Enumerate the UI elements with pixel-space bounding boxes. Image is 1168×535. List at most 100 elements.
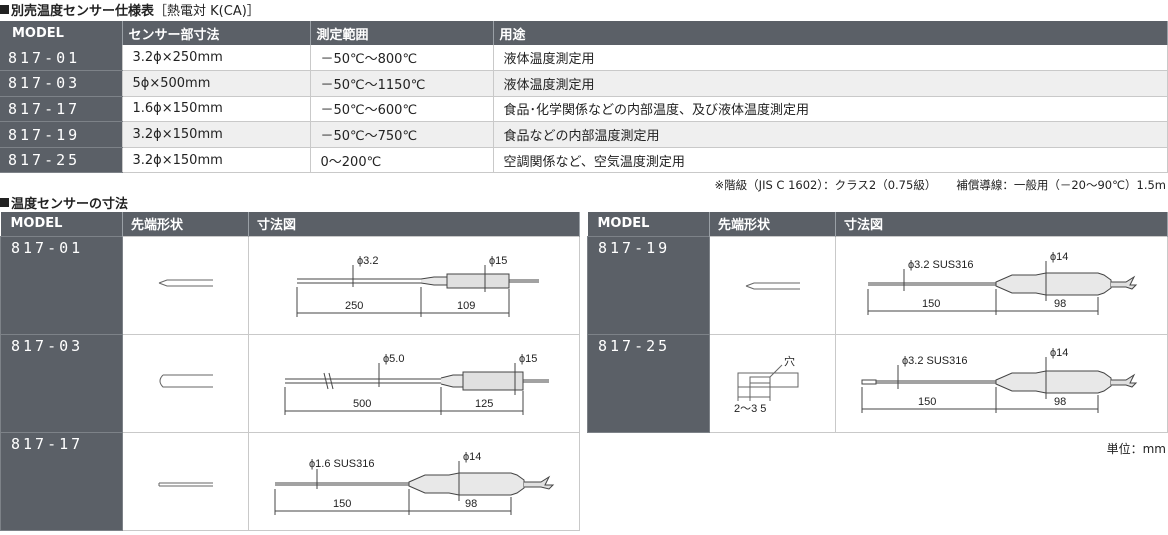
spec-table-header: MODEL センサー部寸法 測定範囲 用途: [0, 21, 1168, 45]
table-row: 817-03 ϕ5.0 ϕ15: [0, 333, 580, 433]
dim-handle-dia: ϕ14: [463, 451, 481, 463]
model-cell: 817-03: [0, 70, 123, 97]
range-cell: －50℃～1150℃: [310, 70, 494, 97]
size-cell: 1.6ϕ×150mm: [122, 96, 311, 123]
model-cell: 817-17: [0, 96, 123, 123]
usage-cell: 液体温度測定用: [493, 70, 1168, 97]
model-cell: 817-25: [0, 147, 123, 174]
tip-shape-drawing: 穴 2～3 5: [734, 354, 799, 415]
tip-shape-drawing: [745, 282, 800, 289]
spec-table: MODEL センサー部寸法 測定範囲 用途 817-01 3.2ϕ×250mm …: [0, 21, 1168, 174]
dimension-drawing: ϕ3.2 SUS316 ϕ14 150 98: [867, 251, 1138, 315]
table-row: 817-25 穴 2～3 5: [587, 333, 1168, 433]
dim-table-left: MODEL 先端形状 寸法図 817-01: [0, 212, 580, 531]
usage-cell: 食品などの内部温度測定用: [493, 121, 1168, 148]
dim-section-title: 温度センサーの寸法: [0, 193, 128, 212]
dimension-drawing: ϕ5.0 ϕ15 500 125: [284, 353, 549, 415]
table-row: 817-19 ϕ3.2 SUS316 ϕ14: [587, 235, 1168, 335]
size-cell: 5ϕ×500mm: [122, 70, 311, 97]
dim-table-header: MODEL 先端形状 寸法図: [0, 212, 580, 236]
dim-length-1: 150: [333, 498, 351, 510]
col-dimension-drawing: 寸法図: [248, 212, 580, 236]
col-usage: 用途: [493, 21, 1168, 45]
dim-table-header: MODEL 先端形状 寸法図: [587, 212, 1168, 236]
usage-cell: 液体温度測定用: [493, 45, 1168, 72]
model-cell: 817-19: [587, 235, 710, 335]
model-cell: 817-03: [0, 333, 123, 433]
tip-dims-label: 2～3 5: [734, 403, 766, 415]
col-dimension-drawing: 寸法図: [835, 212, 1168, 236]
dim-length-1: 500: [353, 398, 371, 410]
square-bullet-icon: [0, 198, 9, 207]
col-model: MODEL: [587, 212, 710, 236]
dim-length-2: 109: [457, 300, 475, 312]
dimension-drawing-cell: ϕ3.2 SUS316 ϕ14 150 98: [835, 333, 1168, 433]
dim-handle-dia: ϕ15: [519, 353, 537, 365]
dimension-drawing: ϕ1.6 SUS316 ϕ14 150 98: [274, 451, 555, 515]
table-row: 817-01 ϕ3.2 ϕ15: [0, 235, 580, 335]
col-tip-shape: 先端形状: [122, 212, 249, 236]
dim-handle-dia: ϕ14: [1050, 251, 1068, 263]
dim-tip-dia: ϕ5.0: [383, 353, 404, 365]
dim-length-2: 98: [1054, 396, 1066, 408]
table-row: 817-17 ϕ1.6 SUS316 ϕ14: [0, 431, 580, 531]
col-model: MODEL: [0, 21, 123, 45]
spec-notes: ※階級（JIS C 1602）：クラス2（0.75級） 補償導線：一般用（－20～…: [715, 177, 1166, 193]
col-model: MODEL: [0, 212, 123, 236]
range-cell: 0～200℃: [310, 147, 494, 174]
range-cell: －50℃～750℃: [310, 121, 494, 148]
dimension-drawing-cell: ϕ3.2 ϕ15 250 109: [248, 235, 580, 335]
usage-cell: 空調関係など、空気温度測定用: [493, 147, 1168, 174]
tip-shape-drawing: [158, 279, 213, 286]
unit-note: 単位：mm: [1106, 442, 1166, 456]
table-row: 817-25 3.2ϕ×150mm 0～200℃ 空調関係など、空気温度測定用: [0, 147, 1168, 174]
table-row: 817-19 3.2ϕ×150mm －50℃～750℃ 食品などの内部温度測定用: [0, 121, 1168, 148]
dim-length-1: 150: [918, 396, 936, 408]
tip-shape-cell: 穴 2～3 5: [709, 333, 836, 433]
tip-shape-cell: [122, 235, 249, 335]
spec-section-title: 別売温度センサー仕様表［熱電対 K(CA)］: [0, 0, 260, 19]
lead-note: 補償導線：一般用（－20～90℃）1.5m: [956, 178, 1166, 192]
dimension-drawing-cell: ϕ5.0 ϕ15 500 125: [248, 333, 580, 433]
dim-tip-dia: ϕ1.6 SUS316: [309, 458, 374, 470]
range-cell: －50℃～600℃: [310, 96, 494, 123]
dim-length-1: 250: [345, 300, 363, 312]
dim-table-right: MODEL 先端形状 寸法図 817-19 ϕ3.2 SUS316: [587, 212, 1168, 433]
tip-shape-cell: [122, 333, 249, 433]
model-cell: 817-01: [0, 235, 123, 335]
table-row: 817-01 3.2ϕ×250mm －50℃～800℃ 液体温度測定用: [0, 45, 1168, 72]
dim-length-1: 150: [922, 298, 940, 310]
class-note: ※階級（JIS C 1602）：クラス2（0.75級）: [714, 178, 937, 192]
model-cell: 817-25: [587, 333, 710, 433]
col-sensor-size: センサー部寸法: [122, 21, 311, 45]
model-cell: 817-17: [0, 431, 123, 531]
square-bullet-icon: [0, 5, 9, 14]
dim-length-2: 98: [1054, 298, 1066, 310]
table-row: 817-17 1.6ϕ×150mm －50℃～600℃ 食品･化学関係などの内部…: [0, 96, 1168, 123]
hole-label: 穴: [784, 354, 795, 368]
dim-length-2: 125: [475, 398, 493, 410]
table-row: 817-03 5ϕ×500mm －50℃～1150℃ 液体温度測定用: [0, 70, 1168, 97]
model-cell: 817-01: [0, 45, 123, 72]
size-cell: 3.2ϕ×150mm: [122, 147, 311, 174]
col-range: 測定範囲: [310, 21, 494, 45]
dimension-drawing: ϕ3.2 ϕ15 250 109: [296, 255, 539, 317]
dimension-drawing-cell: ϕ3.2 SUS316 ϕ14 150 98: [835, 235, 1168, 335]
dim-length-2: 98: [465, 498, 477, 510]
range-cell: －50℃～800℃: [310, 45, 494, 72]
size-cell: 3.2ϕ×150mm: [122, 121, 311, 148]
dim-handle-dia: ϕ15: [489, 255, 507, 267]
model-cell: 817-19: [0, 121, 123, 148]
size-cell: 3.2ϕ×250mm: [122, 45, 311, 72]
tip-shape-drawing: [158, 482, 213, 486]
dimension-drawing: ϕ3.2 SUS316 ϕ14 150 98: [861, 347, 1138, 413]
dim-handle-dia: ϕ14: [1050, 347, 1068, 359]
usage-cell: 食品･化学関係などの内部温度、及び液体温度測定用: [493, 96, 1168, 123]
tip-shape-drawing: [159, 374, 213, 387]
dim-tip-dia: ϕ3.2: [357, 255, 378, 267]
dimension-drawing-cell: ϕ1.6 SUS316 ϕ14 150 98: [248, 431, 580, 531]
dim-tip-dia: ϕ3.2 SUS316: [908, 259, 973, 271]
tip-shape-cell: [709, 235, 836, 335]
tip-shape-cell: [122, 431, 249, 531]
dim-tip-dia: ϕ3.2 SUS316: [902, 355, 967, 367]
